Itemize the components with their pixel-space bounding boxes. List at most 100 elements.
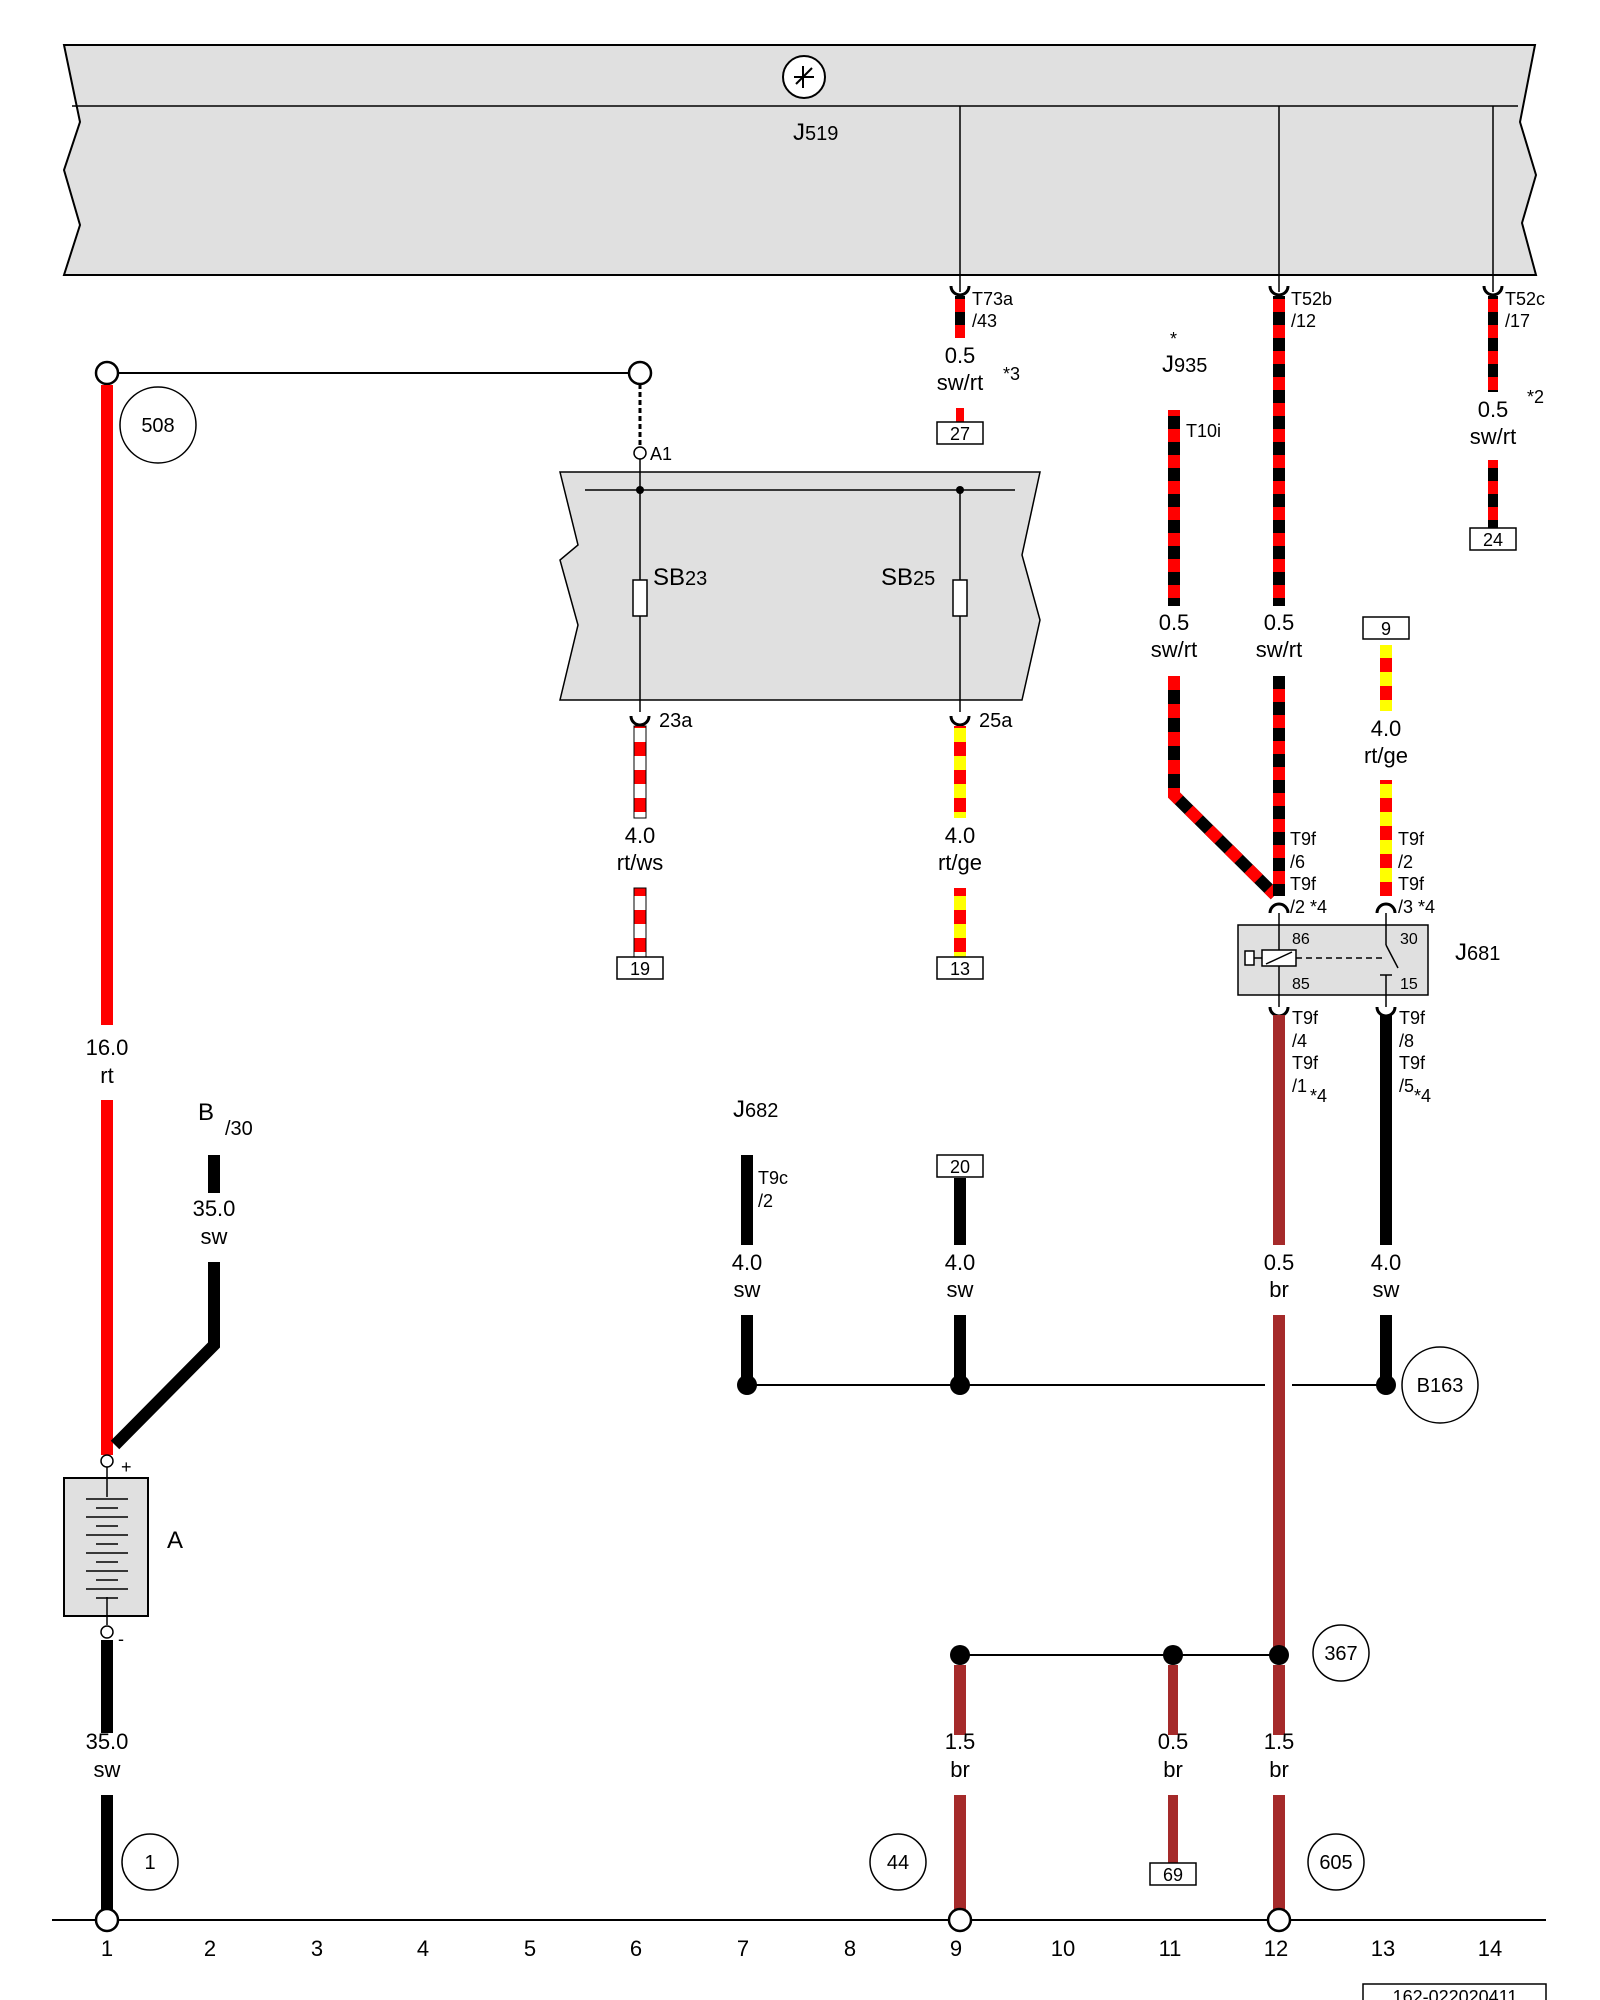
svg-text:15: 15	[1400, 976, 1418, 993]
wire-color-label: sw	[734, 1277, 761, 1302]
wire-color-label: br	[1269, 1757, 1289, 1782]
wire-main-lower	[101, 1100, 113, 1455]
wire-size-label: 4.0	[732, 1250, 763, 1275]
wire-color-label: sw/rt	[1470, 424, 1516, 449]
svg-text:86: 86	[1292, 931, 1310, 948]
wire-size-label: 0.5	[1264, 1250, 1295, 1275]
svg-text:*4: *4	[1414, 1086, 1431, 1106]
ref-24: 24	[1483, 530, 1503, 550]
svg-text:/8: /8	[1399, 1031, 1414, 1051]
wire-size-label: 4.0	[625, 823, 656, 848]
svg-text:T9f: T9f	[1290, 874, 1317, 894]
svg-text:/3 *4: /3 *4	[1398, 897, 1435, 917]
wire-br11-upper	[1168, 1665, 1178, 1735]
svg-text:T52b: T52b	[1291, 289, 1332, 309]
circle-ref-44	[869, 1833, 927, 1891]
b30-label: B	[198, 1099, 214, 1126]
battery-minus-terminal	[100, 1625, 114, 1639]
track-number: 3	[311, 1936, 323, 1961]
wire-color-label: sw/rt	[937, 370, 983, 395]
svg-text:/5: /5	[1399, 1076, 1414, 1096]
junction-dot	[1269, 1645, 1289, 1665]
module-j519: J519	[62, 44, 1538, 276]
j519-label: J519	[793, 119, 838, 146]
j935-star: *	[1170, 329, 1177, 349]
wire-color-label: sw/rt	[1151, 637, 1197, 662]
wire-23a-lower	[633, 887, 647, 959]
wire-batt-gnd-lower	[101, 1795, 113, 1910]
ref-27: 27	[950, 424, 970, 444]
svg-text:/12: /12	[1291, 311, 1316, 331]
wire-sw13-lower	[1380, 1315, 1392, 1385]
svg-text:/2 *4: /2 *4	[1290, 897, 1327, 917]
ref-1: 1	[144, 1852, 155, 1874]
wire-br12b-upper	[1273, 1665, 1285, 1735]
wire-j935-lower	[1168, 676, 1280, 900]
battery-plus-terminal	[100, 1454, 114, 1468]
svg-text:85: 85	[1292, 976, 1310, 993]
track-number: 14	[1478, 1936, 1502, 1961]
svg-text:30: 30	[1400, 931, 1418, 948]
terminal-right	[627, 360, 653, 386]
wire-j935	[1168, 410, 1180, 606]
connector-t9f-right-top: T9f /2 T9f /3 *4	[1375, 829, 1435, 917]
connector-a1-label: A1	[650, 444, 672, 464]
wire-br12-upper	[1273, 1015, 1285, 1245]
wire-b30-upper	[208, 1155, 220, 1193]
ref-box-13	[936, 956, 984, 980]
wire-rtge-right-lower	[1380, 780, 1392, 896]
ground-terminal	[947, 1907, 973, 1933]
wire-br9-lower	[954, 1795, 966, 1910]
track-number: 4	[417, 1936, 429, 1961]
wire-color-label: sw/rt	[1256, 637, 1302, 662]
ref-605: 605	[1319, 1852, 1352, 1874]
circle-ref-1	[121, 1833, 179, 1891]
ref-19: 19	[630, 959, 650, 979]
svg-text:/17: /17	[1505, 311, 1530, 331]
svg-text:T9f: T9f	[1398, 829, 1425, 849]
battery-minus-label: -	[118, 1629, 124, 1649]
wire-b30-lower	[110, 1262, 220, 1450]
wire-size-label: 0.5	[1159, 610, 1190, 635]
b30-sub: /30	[225, 1118, 253, 1140]
connector-t9c: T9c	[758, 1168, 788, 1188]
track-number: 9	[950, 1936, 962, 1961]
wire-color-label: br	[950, 1757, 970, 1782]
wire-br12-mid	[1273, 1315, 1285, 1655]
track-numbers: 1 2 3 4 5 6 7 8 9 10 11 12 13 14	[101, 1936, 1502, 1961]
junction-dot	[737, 1375, 757, 1395]
wire-color-label: rt/ws	[617, 850, 663, 875]
wire-size-label: 0.5	[1478, 397, 1509, 422]
battery-label: A	[167, 1527, 183, 1554]
wire-t52b-lower	[1273, 676, 1285, 896]
wire-color-label: sw	[947, 1277, 974, 1302]
wire-color-label: sw	[201, 1224, 228, 1249]
relay-j681: 86 30 85 15 J681	[1237, 913, 1500, 1007]
wire-t73a	[955, 296, 965, 338]
svg-text:T73a: T73a	[972, 289, 1014, 309]
wire-j682-lower	[741, 1315, 753, 1385]
connector-t52c: T52c /17	[1482, 275, 1545, 331]
wire-size-label: 0.5	[1264, 610, 1295, 635]
connector-t9f-right-bot: T9f /8 T9f /5 *4	[1375, 1006, 1431, 1106]
ground-terminal	[1266, 1907, 1292, 1933]
svg-text:T52c: T52c	[1505, 289, 1545, 309]
ref-44: 44	[887, 1852, 909, 1874]
wire-color-label: sw	[94, 1757, 121, 1782]
circle-ref-605	[1307, 1833, 1365, 1891]
svg-text:T9f: T9f	[1399, 1008, 1426, 1028]
fuse-box: SB23 SB25	[559, 459, 1041, 712]
ref-9: 9	[1381, 619, 1391, 639]
track-number: 7	[737, 1936, 749, 1961]
connector-t9c-pin: /2	[758, 1191, 773, 1211]
wire-color-label: br	[1269, 1277, 1289, 1302]
j935-label: J935	[1162, 351, 1207, 378]
circle-ref-367	[1312, 1624, 1370, 1682]
svg-text:T9f: T9f	[1290, 829, 1317, 849]
footnote: *3	[1003, 364, 1020, 384]
ref-box-24	[1469, 527, 1517, 551]
wire-t52b	[1273, 296, 1285, 606]
terminal-a1	[633, 446, 647, 460]
ref-367: 367	[1324, 1643, 1357, 1665]
connector-t10i: T10i	[1186, 421, 1221, 441]
